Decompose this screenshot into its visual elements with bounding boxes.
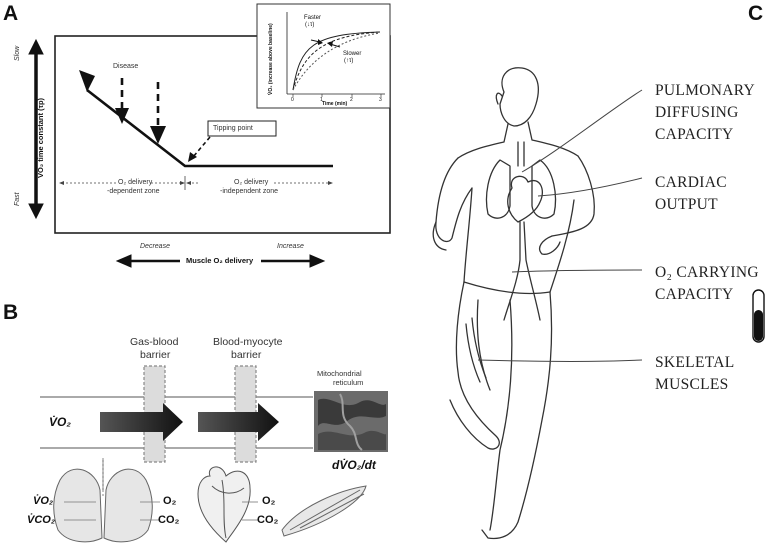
y-axis-title: V̇O₂ time constant (τp) [36,98,45,178]
zone-independent-line-1: O₂ delivery [234,179,268,186]
zone-dependent-line-1: O₂ delivery [118,179,152,186]
inset-slower-2: (↑τ) [344,58,353,64]
label-pulmonary-diffusing-capacity: PULMONARY DIFFUSING CAPACITY [655,80,755,146]
panel-b-diagram [0,330,400,551]
tipping-point-arrow [193,137,210,157]
inset-xlabel: Time (min) [322,101,347,107]
panel-b-letter: B [3,301,18,325]
inset-tick-2: 2 [350,97,353,103]
flow-out-label: dV̇O₂/dt [332,458,376,472]
inset-slower-1: Slower [343,51,361,57]
barrier-1-label-2: barrier [140,349,170,361]
flow-arrow-1 [100,403,183,441]
label-skeletal-muscles: SKELETAL MUSCLES [655,352,735,396]
barrier-2-label-2: barrier [231,349,261,361]
heart-o2-label: O₂ [163,495,176,507]
label-pointer-lines [478,90,642,362]
x-axis-left-label: Decrease [140,243,170,250]
panel-a-graph [0,0,395,282]
heart-illustration [198,467,250,542]
label-cardiac-output: CARDIAC OUTPUT [655,172,727,216]
muscle-o2-label: O₂ [262,495,275,507]
heart-co2-label: CO₂ [158,514,179,526]
inset-plot [257,4,390,108]
x-axis-title: Muscle O₂ delivery [186,256,253,265]
lung-o2-label: V̇O₂ [33,495,53,507]
y-axis-top-label: Slow [14,46,21,61]
barrier-2-label-1: Blood-myocyte [213,336,282,348]
barrier-1-label-1: Gas-blood [130,336,178,348]
y-axis-bottom-label: Fast [14,192,21,206]
zone-dependent-line-2: -dependent zone [107,188,160,195]
muscle-co2-label: CO₂ [257,514,278,526]
lungs-illustration [54,460,153,542]
curve-start-arrowhead [79,70,95,92]
x-axis-right-label: Increase [277,243,304,250]
inset-tick-3: 3 [379,97,382,103]
inset-tick-0: 0 [291,97,294,103]
disease-label: Disease [113,63,138,70]
flow-in-label: V̇O₂ [49,415,71,429]
label-o2-carrying-capacity: O₂ CARRYING CAPACITY [655,262,759,306]
lung-co2-label: V̇CO₂ [27,514,55,526]
inset-faster-2: (↓τ) [305,22,314,28]
inset-ylabel: V̇O₂ (increase above baseline) [268,23,274,95]
tipping-point-label: Tipping point [213,125,253,132]
zone-independent-line-2: -independent zone [220,188,278,195]
muscle-illustration [282,486,366,536]
inset-faster-1: Faster [304,15,321,21]
mito-label-1: Mitochondrial [317,369,362,378]
mito-label-2: reticulum [333,378,363,387]
